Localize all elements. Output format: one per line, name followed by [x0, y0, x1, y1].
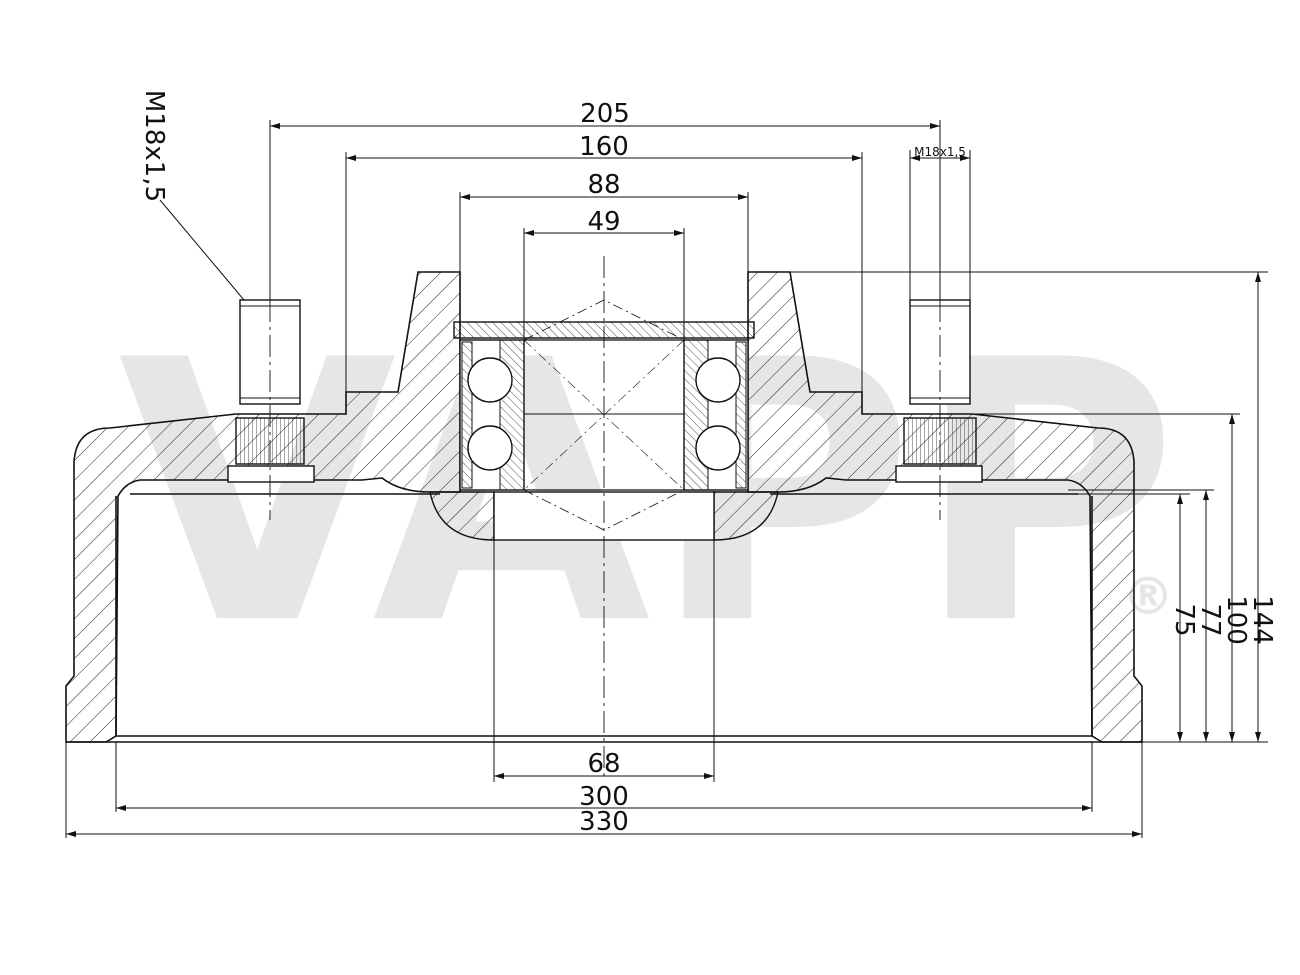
dim-205: 205 [580, 99, 630, 129]
bearing-ball [467, 357, 513, 403]
center-lines [269, 256, 941, 778]
dim-88: 88 [587, 170, 620, 200]
dim-160: 160 [579, 132, 629, 162]
dim-144: 144 [1247, 595, 1277, 645]
extension-lines [65, 120, 1268, 838]
dim-330: 330 [579, 807, 629, 837]
drum-section-left [65, 271, 461, 743]
bearing-ball [467, 425, 513, 471]
dim-49: 49 [587, 207, 620, 237]
dim-300: 300 [579, 782, 629, 812]
drum-section-right [747, 271, 1143, 743]
dim-100: 100 [1221, 595, 1251, 645]
dim-77: 77 [1195, 603, 1225, 636]
thread-label-left: M18x1,5 [139, 90, 169, 202]
dim-68: 68 [587, 749, 620, 779]
bearing-ball [695, 357, 741, 403]
bearing-ball [695, 425, 741, 471]
drum-outline [66, 493, 1142, 743]
dim-75: 75 [1169, 603, 1199, 636]
thread-label-right: M18x1,5 [914, 145, 966, 159]
dimension-lines [66, 123, 1261, 837]
